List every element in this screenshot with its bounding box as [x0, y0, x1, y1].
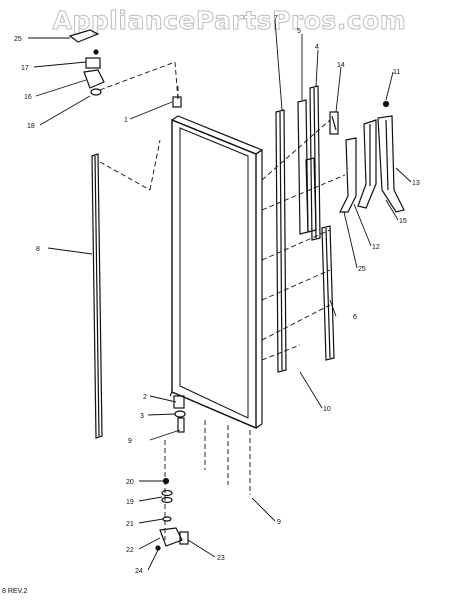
callout-label: 21 — [126, 521, 134, 528]
callout-label: 13 — [412, 180, 420, 187]
clip-14 — [329, 111, 339, 135]
callout-label: 18 — [27, 123, 35, 130]
callout-label: 1 — [124, 117, 128, 124]
revision-footer: 8 REV.2 — [2, 588, 28, 595]
callout-label: 11 — [393, 69, 400, 76]
callout-label: 14 — [337, 62, 345, 69]
door-panel — [169, 115, 264, 430]
callout-label: 8 — [36, 246, 40, 253]
top-hinge-assembly — [68, 29, 105, 96]
callout-labels: 25 17 16 18 1 7 5 4 14 11 13 15 12 25 6 … — [14, 15, 420, 575]
strip-6 — [321, 225, 335, 361]
screw-1 — [172, 96, 182, 108]
callout-label: 20 — [126, 479, 134, 486]
channel-5 — [297, 99, 317, 235]
callout-label: 5 — [297, 28, 301, 35]
handle-assembly — [339, 115, 405, 213]
callout-label: 4 — [315, 44, 319, 51]
callout-label: 23 — [217, 555, 225, 562]
callout-label: 7 — [274, 15, 278, 22]
callout-label: 15 — [399, 218, 407, 225]
callout-label: 25 — [358, 266, 366, 273]
callout-label: 12 — [372, 244, 380, 251]
trim-strip-8 — [91, 153, 103, 439]
bottom-hinge-bracket — [173, 395, 186, 433]
callout-label: 22 — [126, 547, 134, 554]
callout-label: 6 — [353, 314, 357, 321]
callout-label: 16 — [24, 94, 32, 101]
bottom-hinge-stack — [155, 477, 189, 551]
callout-leaders — [28, 19, 412, 571]
watermark: AppliancePartsPros.com — [52, 6, 407, 36]
callout-label: 17 — [21, 65, 29, 72]
callout-label: 19 — [126, 499, 134, 506]
callout-label: 2 — [143, 394, 147, 401]
gasket-strip-7 — [275, 109, 287, 373]
callout-label: 10 — [323, 406, 331, 413]
callout-label: 3 — [140, 413, 144, 420]
callout-label: 9 — [128, 438, 132, 445]
screw-11 — [382, 100, 390, 108]
bracket-4 — [309, 85, 321, 241]
callout-label: 25 — [14, 36, 22, 43]
callout-label: 9 — [277, 519, 281, 526]
callout-label: 24 — [135, 568, 143, 575]
